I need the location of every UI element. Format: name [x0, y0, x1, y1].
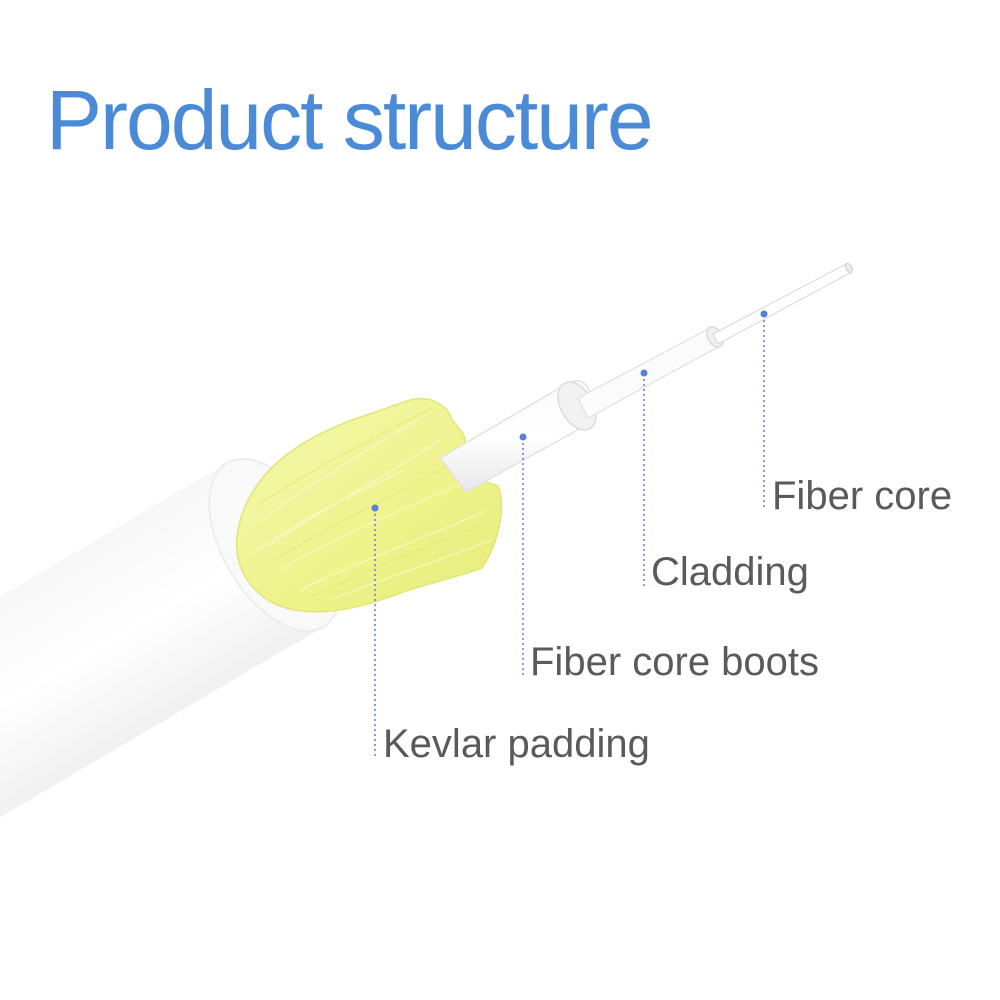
label-fiber-core-boots: Fiber core boots — [530, 640, 820, 684]
leader-cladding — [640, 369, 648, 586]
fiber-core — [712, 262, 854, 345]
kevlar-padding — [235, 398, 503, 613]
leader-fiber-core-boots — [519, 433, 527, 676]
cladding — [577, 326, 724, 419]
fiber-core-boots — [438, 379, 597, 493]
leader-kevlar-padding — [371, 504, 379, 758]
leader-fiber-core — [760, 310, 768, 510]
page-title: Product structure — [46, 73, 654, 167]
label-kevlar-padding: Kevlar padding — [383, 722, 650, 766]
label-cladding: Cladding — [651, 550, 809, 594]
label-fiber-core: Fiber core — [772, 474, 953, 518]
